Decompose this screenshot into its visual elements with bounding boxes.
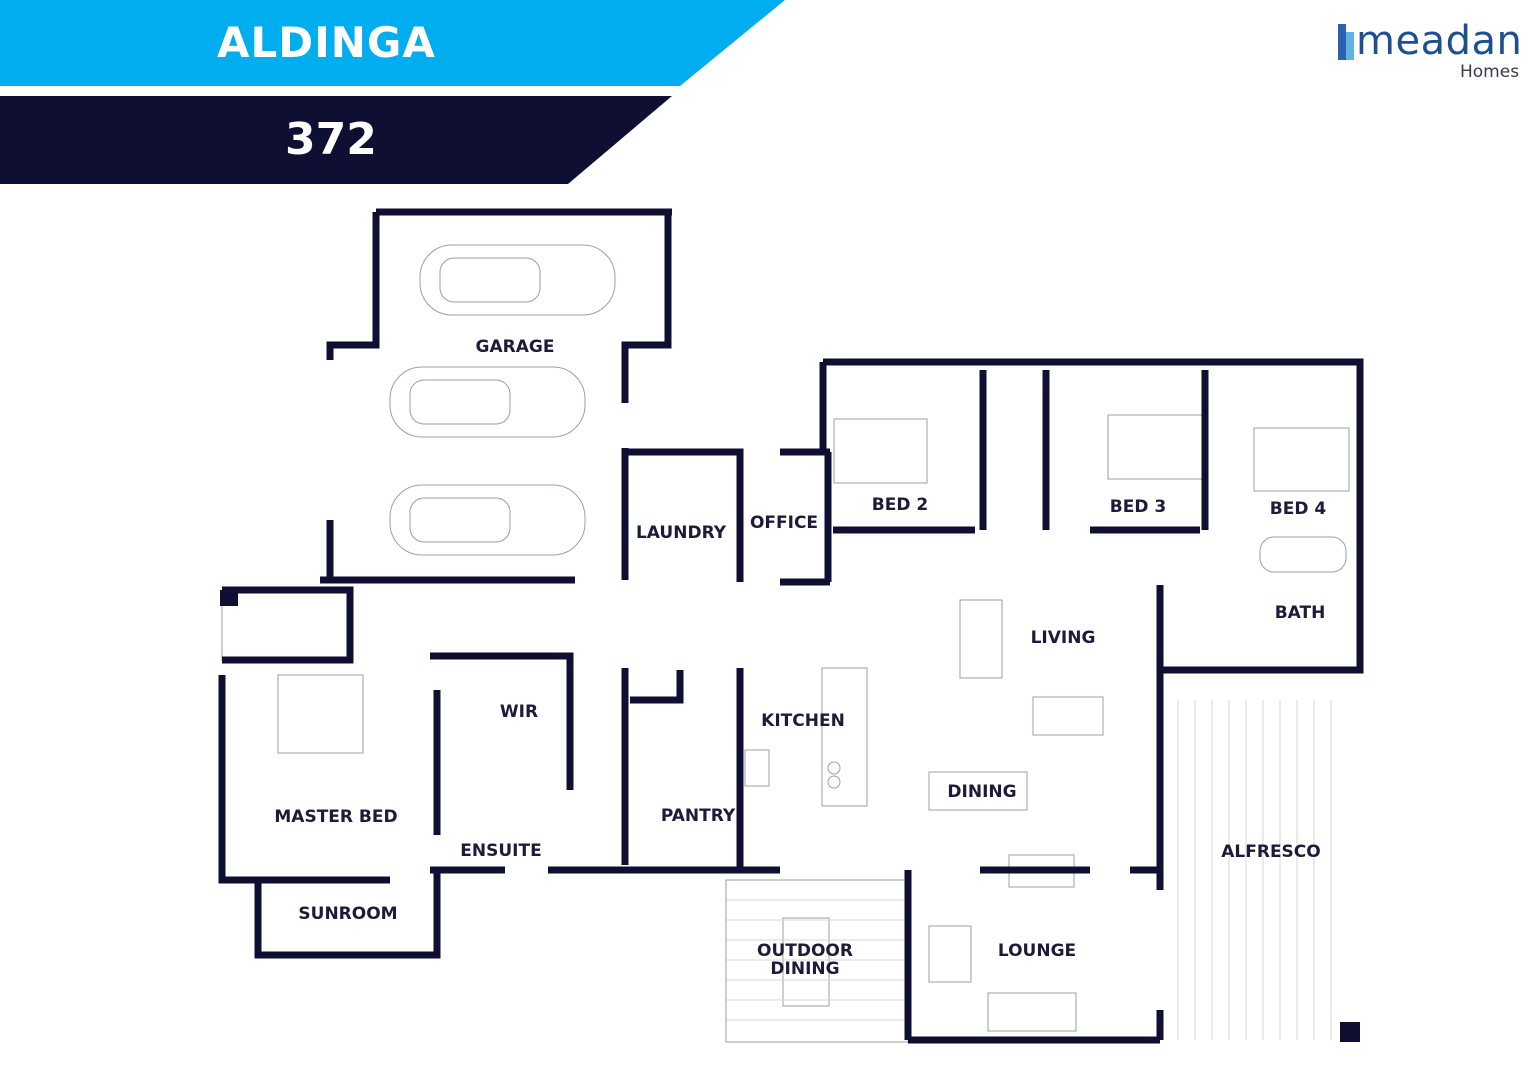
label-office: OFFICE xyxy=(750,513,818,533)
label-dining: DINING xyxy=(947,782,1016,802)
label-outdoor-dining-2: DINING xyxy=(770,959,839,979)
porch-deck xyxy=(221,591,351,661)
sink-icon xyxy=(827,761,841,775)
label-kitchen: KITCHEN xyxy=(761,711,845,731)
bed-icon xyxy=(1107,414,1204,480)
bed-icon xyxy=(833,418,928,484)
label-sunroom: SUNROOM xyxy=(298,904,397,924)
brand-logo-mark xyxy=(1338,24,1354,60)
sofa-icon xyxy=(928,925,972,983)
dining-table xyxy=(928,771,1028,811)
label-laundry: LAUNDRY xyxy=(636,523,727,543)
car-icon xyxy=(419,244,616,316)
label-pantry: PANTRY xyxy=(661,806,736,826)
kitchen-island xyxy=(821,667,868,807)
label-bed4: BED 4 xyxy=(1270,499,1327,519)
walls xyxy=(218,208,1364,1044)
label-bed3: BED 3 xyxy=(1110,497,1166,517)
brand-subtitle: Homes xyxy=(1460,62,1520,82)
sofa-icon xyxy=(987,992,1077,1032)
label-lounge: LOUNGE xyxy=(998,941,1076,961)
plan-number: 372 xyxy=(285,114,377,165)
alfresco-decking xyxy=(1177,700,1332,1040)
car-icon xyxy=(389,366,586,438)
label-ensuite: ENSUITE xyxy=(460,841,541,861)
plan-title: ALDINGA xyxy=(217,18,436,67)
title-banner xyxy=(0,0,785,86)
number-banner xyxy=(0,96,672,184)
room-labels: GARAGE LAUNDRY OFFICE BED 2 BED 3 BED 4 … xyxy=(274,337,1326,979)
sofa-icon xyxy=(959,599,1003,679)
outdoor-decking xyxy=(726,899,905,1021)
sink-icon xyxy=(827,775,841,789)
brand-name: meadan xyxy=(1356,18,1523,64)
label-master-bed: MASTER BED xyxy=(274,807,397,827)
bathtub-icon xyxy=(1259,536,1347,573)
label-wir: WIR xyxy=(500,702,538,722)
cooktop-icon xyxy=(744,749,770,787)
label-garage: GARAGE xyxy=(476,337,555,357)
bed-icon xyxy=(1253,427,1350,492)
bed-icon xyxy=(277,674,364,754)
car-icon xyxy=(389,484,586,556)
outdoor-table xyxy=(782,917,830,1007)
label-outdoor-dining-1: OUTDOOR xyxy=(757,941,853,961)
label-alfresco: ALFRESCO xyxy=(1221,842,1320,862)
label-bath: BATH xyxy=(1275,603,1326,623)
sofa-icon xyxy=(1032,696,1104,736)
label-bed2: BED 2 xyxy=(872,495,928,515)
label-living: LIVING xyxy=(1031,628,1096,648)
